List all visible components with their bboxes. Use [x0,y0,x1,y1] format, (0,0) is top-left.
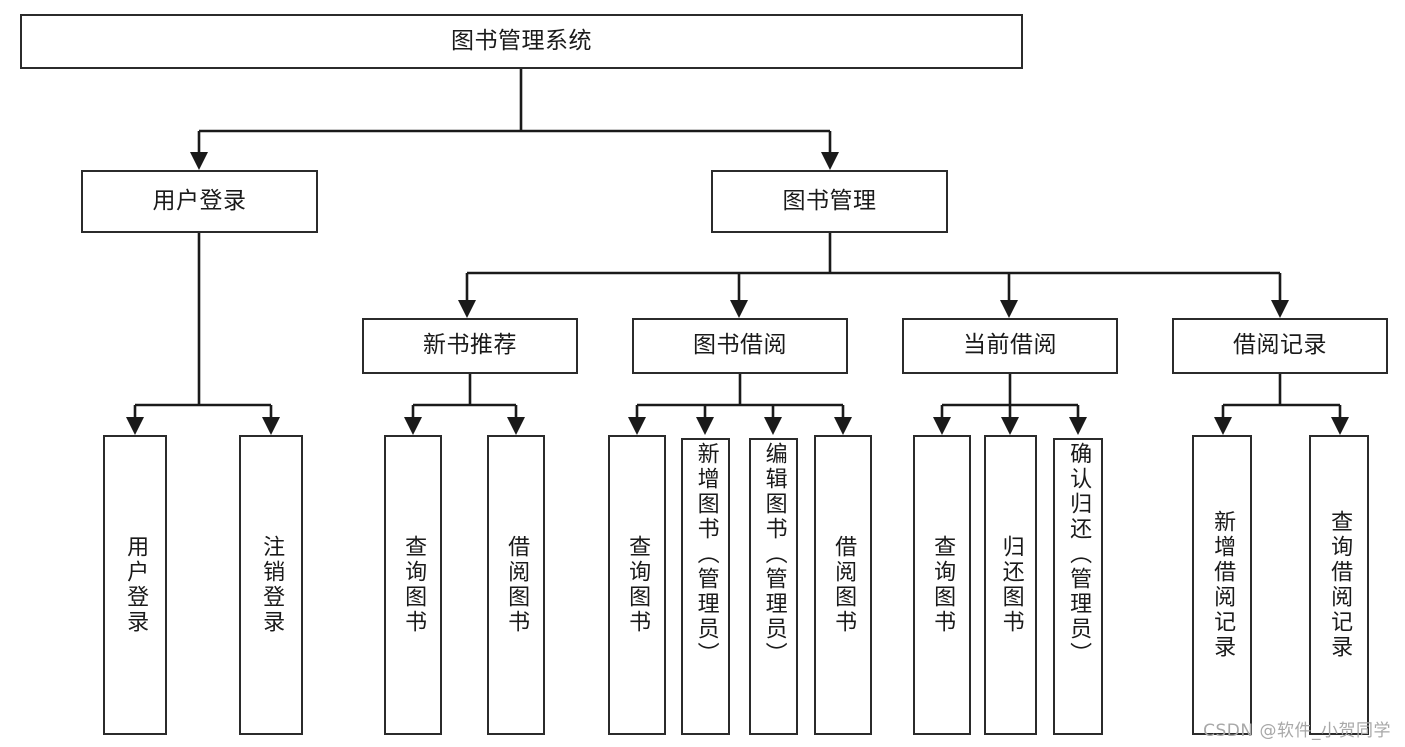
node-label: 图书管理系统 [451,27,592,54]
node-label: 注销登录 [259,535,285,635]
node-label: 图书借阅 [693,332,787,359]
leaf-book-borrow-edit-book-admin[interactable]: 编辑图书（管理员） [749,438,798,735]
node-current-borrow[interactable]: 当前借阅 [902,318,1118,374]
leaf-current-borrow-return-book[interactable]: 归还图书 [984,435,1037,735]
arrowheads-borrow-record-leaves [1214,417,1349,435]
edges-current-borrow-to-leaves [940,374,1080,420]
node-label: 查询图书 [930,535,956,635]
node-label: 编辑图书（管理员） [761,442,787,667]
node-label: 查询图书 [401,535,427,635]
leaf-borrow-record-query-record[interactable]: 查询借阅记录 [1309,435,1369,735]
leaf-current-borrow-query-book[interactable]: 查询图书 [913,435,971,735]
leaf-new-book-borrow-book[interactable]: 借阅图书 [487,435,545,735]
node-label: 查询图书 [625,535,651,635]
edges-book-borrow-to-leaves [635,374,845,420]
arrowheads-new-book-leaves [404,417,525,435]
node-label: 借阅图书 [504,535,530,635]
node-user-login[interactable]: 用户登录 [81,170,318,233]
leaf-user-login-login[interactable]: 用户登录 [103,435,167,735]
node-label: 确认归还（管理员） [1066,442,1092,667]
node-label: 用户登录 [123,535,149,635]
leaf-user-login-logout[interactable]: 注销登录 [239,435,303,735]
node-book-borrow[interactable]: 图书借阅 [632,318,848,374]
node-book-management[interactable]: 图书管理 [711,170,948,233]
leaf-book-borrow-borrow-book[interactable]: 借阅图书 [814,435,872,735]
arrowheads-current-borrow-leaves [933,417,1087,435]
arrowheads-user-login-leaves [126,417,280,435]
arrowheads-level3 [458,300,1289,318]
leaf-current-borrow-confirm-return-admin[interactable]: 确认归还（管理员） [1053,438,1103,735]
node-new-book-recommend[interactable]: 新书推荐 [362,318,578,374]
leaf-book-borrow-add-book-admin[interactable]: 新增图书（管理员） [681,438,730,735]
node-root-system[interactable]: 图书管理系统 [20,14,1023,69]
edges-borrow-record-to-leaves [1221,374,1342,420]
node-label: 新书推荐 [423,332,517,359]
leaf-borrow-record-add-record[interactable]: 新增借阅记录 [1192,435,1252,735]
node-label: 借阅图书 [831,535,857,635]
node-label: 用户登录 [152,187,247,214]
arrowheads-level2 [190,152,839,170]
node-borrow-record[interactable]: 借阅记录 [1172,318,1388,374]
arrowheads-book-borrow-leaves [628,417,852,435]
edges-user-login-to-leaves [133,233,273,420]
node-label: 新增借阅记录 [1210,510,1236,660]
node-label: 查询借阅记录 [1327,510,1353,660]
leaf-new-book-query-book[interactable]: 查询图书 [384,435,442,735]
node-label: 归还图书 [998,535,1024,635]
node-label: 借阅记录 [1233,332,1327,359]
edges-book-manage-to-level3 [465,233,1282,303]
node-label: 图书管理 [782,187,877,214]
edges-new-book-to-leaves [411,374,518,420]
node-label: 当前借阅 [963,332,1057,359]
edges-root-to-level2 [197,69,832,155]
node-label: 新增图书（管理员） [693,442,719,667]
leaf-book-borrow-query-book[interactable]: 查询图书 [608,435,666,735]
